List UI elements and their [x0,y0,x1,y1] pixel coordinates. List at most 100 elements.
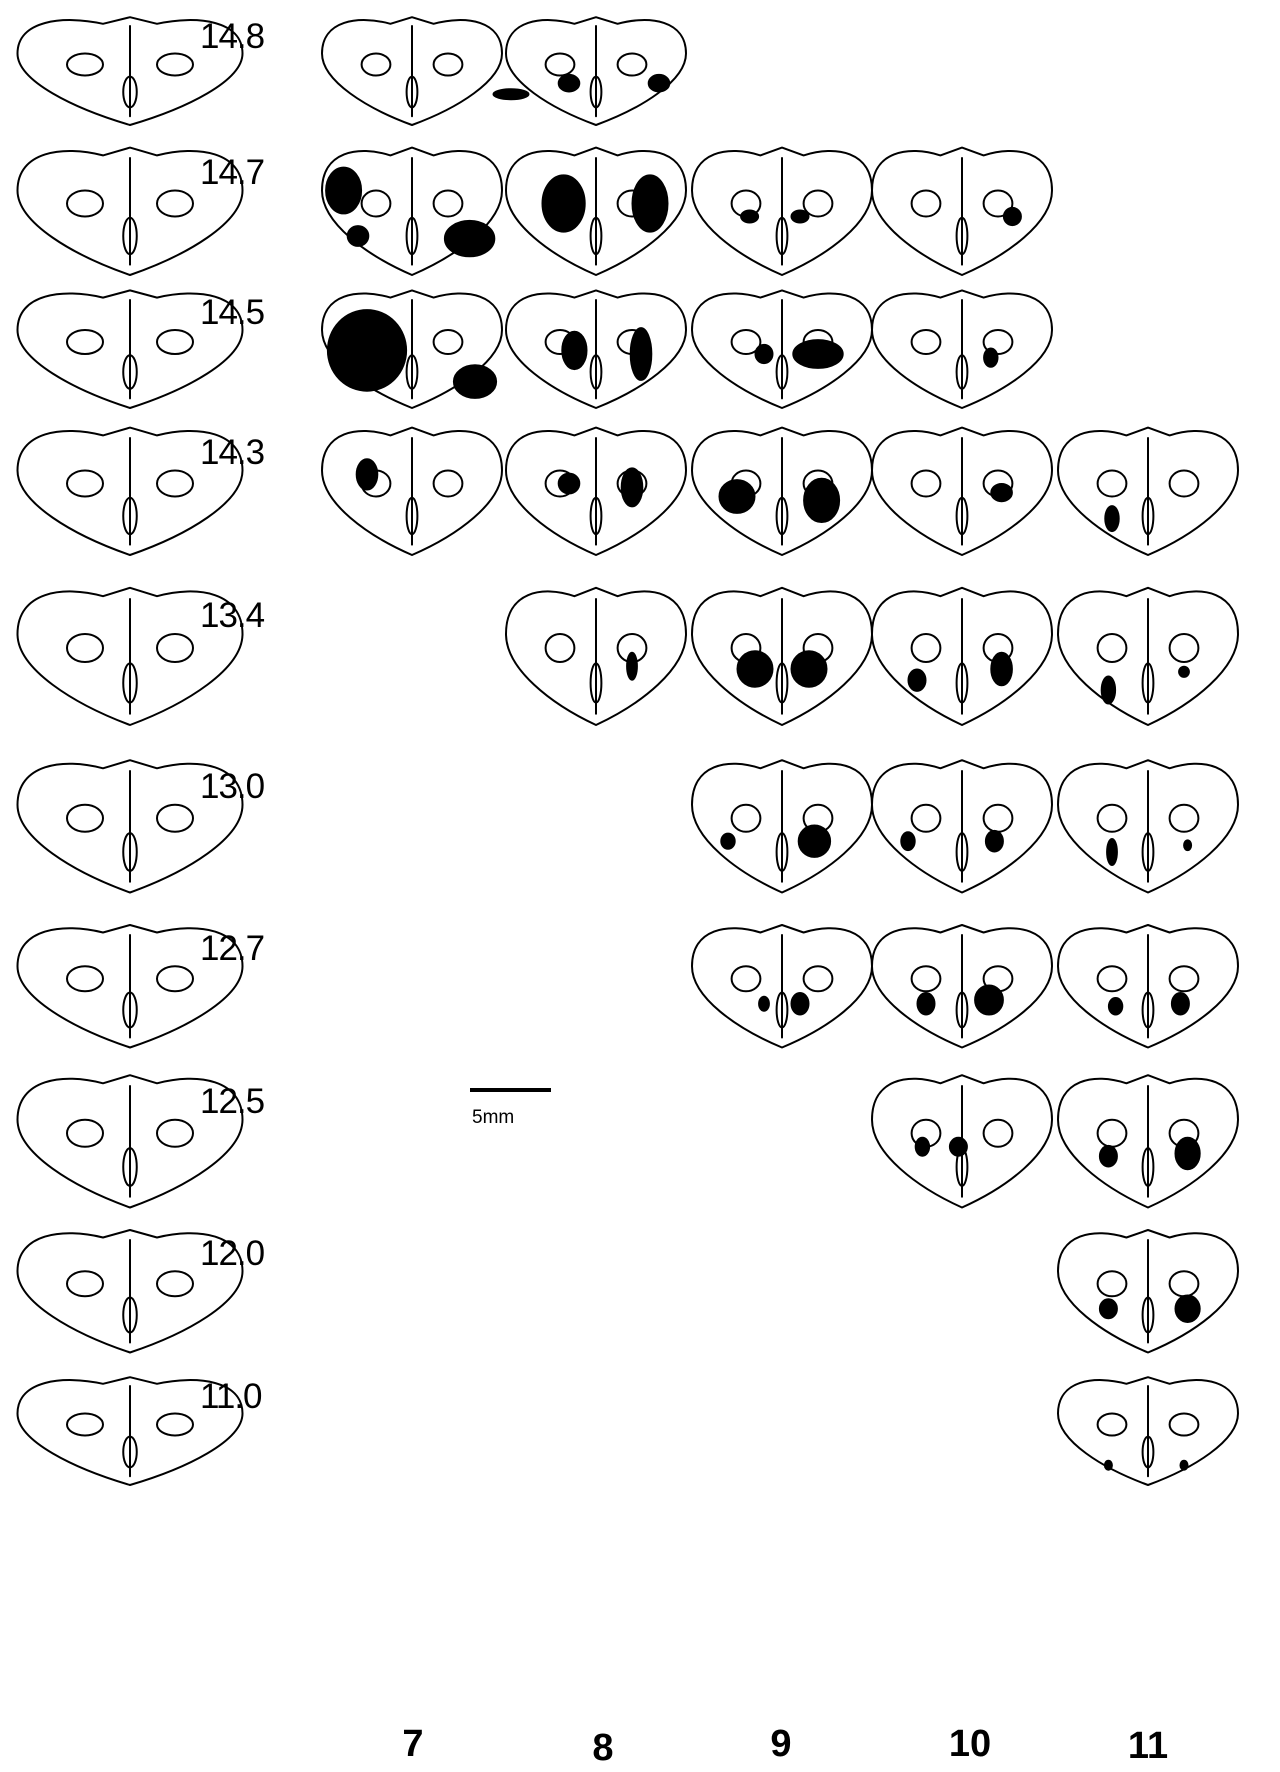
left-structure [912,330,941,354]
section-13.0-subject-9 [692,760,872,892]
left-structure [912,805,941,832]
lesion [915,1137,929,1156]
column-label-7: 7 [402,1723,423,1765]
lesion [759,996,770,1011]
lesion [949,1137,967,1156]
right-structure [157,54,193,76]
lesion [562,331,587,369]
lesion [453,365,496,399]
section-13.4-subject-10 [872,588,1052,725]
level-labels: 14.814.714.514.313.413.012.712.512.011.0 [200,17,265,1416]
right-structure [434,54,463,76]
lesion [791,993,809,1016]
section-12.7-subject-9 [692,925,872,1048]
column-label-10: 10 [949,1723,991,1765]
right-structure [434,191,463,217]
left-structure [1098,966,1127,991]
left-structure [67,191,103,217]
right-structure [804,966,833,991]
section-14.5-subject-10 [872,290,1052,408]
section-14.8-subject-8 [506,17,686,125]
lesion [1099,1145,1117,1167]
lesion [558,74,580,92]
lesion [1180,1460,1188,1470]
lesion [627,652,638,680]
section-12.5-subject-11 [1058,1075,1238,1207]
lesion [542,175,585,232]
left-structure [67,471,103,497]
lesion [1101,676,1115,704]
left-structure [1098,1271,1127,1296]
level-label-13.4: 13.4 [200,596,265,635]
left-structure [732,966,761,991]
lesion [975,985,1004,1015]
right-structure [157,1414,193,1436]
section-13.0-subject-10 [872,760,1052,892]
right-structure [984,805,1013,832]
lesion [327,310,406,392]
section-14.7-subject-10 [872,148,1052,275]
right-structure [1170,805,1199,832]
lesion [737,651,773,687]
left-structure [1098,1414,1127,1436]
right-structure [157,471,193,497]
right-structure [1170,1271,1199,1296]
right-structure [618,54,647,76]
section-14.3-subject-7 [322,428,502,555]
lesion [326,167,362,214]
lesion [648,74,670,92]
level-label-12.5: 12.5 [200,1082,264,1121]
left-structure [1098,634,1127,662]
lesion [791,651,827,687]
right-structure [157,191,193,217]
right-structure [157,966,193,991]
right-structure [1170,634,1199,662]
left-structure [67,54,103,76]
section-13.0-subject-11 [1058,760,1238,892]
left-structure [67,634,103,662]
lesion [1179,666,1190,677]
section-12.5-subject-10 [872,1075,1052,1207]
scale-bar: 5mm [470,1090,551,1128]
level-label-14.5: 14.5 [200,293,264,332]
right-structure [157,634,193,662]
section-14.3-subject-11 [1058,428,1238,555]
lesion [444,220,494,256]
column-label-8: 8 [592,1727,613,1769]
column-label-9: 9 [770,1723,791,1765]
right-structure [434,471,463,497]
lesion [558,473,580,494]
left-structure [67,1120,103,1147]
section-12.7-subject-11 [1058,925,1238,1048]
left-structure [67,966,103,991]
section-13.4-subject-11 [1058,588,1238,725]
column-label-11: 11 [1128,1725,1168,1767]
left-structure [362,191,391,217]
column-labels: 7 8 9 10 11 [402,1723,1168,1769]
section-11.0-subject-11 [1058,1377,1238,1485]
lesion [356,459,378,490]
left-structure [67,1414,103,1436]
right-structure [157,330,193,354]
right-structure [1170,1414,1199,1436]
lesion [908,669,926,691]
section-14.8-subject-7 [322,17,529,125]
lesion [1171,993,1189,1016]
lesion [793,340,843,369]
lesion [985,830,1003,852]
left-structure [1098,805,1127,832]
level-label-13.0: 13.0 [200,767,265,806]
lesion [804,478,840,522]
lesion [721,833,735,849]
lesion [719,480,755,514]
lesion [991,652,1013,686]
level-label-14.8: 14.8 [200,17,264,56]
right-structure [157,1271,193,1296]
lesion [1099,1299,1117,1319]
section-14.3-subject-9 [692,428,872,555]
section-13.4-subject-8 [506,588,686,725]
lesion [755,344,773,363]
lesion [1175,1137,1200,1169]
lesion [984,348,998,367]
lesion [798,825,830,857]
